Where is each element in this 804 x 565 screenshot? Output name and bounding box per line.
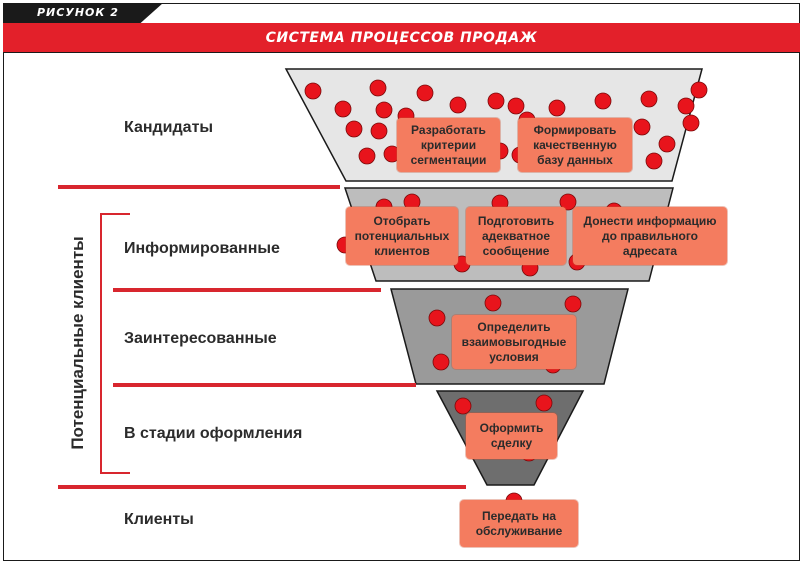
prospect-ball bbox=[658, 135, 676, 153]
prospect-ball bbox=[358, 147, 376, 165]
prospect-ball bbox=[345, 120, 363, 138]
prospect-ball bbox=[428, 309, 446, 327]
action-box: Разработать критерии сегментации bbox=[397, 118, 500, 172]
diagram-title: СИСТЕМА ПРОЦЕССОВ ПРОДАЖ bbox=[3, 23, 800, 53]
prospect-ball bbox=[304, 82, 322, 100]
prospect-ball bbox=[449, 96, 467, 114]
stage-label-interested: Заинтересованные bbox=[124, 330, 277, 347]
stage-label-clients: Клиенты bbox=[124, 511, 194, 528]
stage-divider bbox=[58, 185, 340, 189]
action-box: Определить взаимовыгодные условия bbox=[452, 315, 576, 369]
stage-label-informed: Информированные bbox=[124, 240, 280, 257]
prospect-ball bbox=[682, 114, 700, 132]
prospect-ball bbox=[334, 100, 352, 118]
prospect-ball bbox=[507, 97, 525, 115]
prospect-ball bbox=[375, 101, 393, 119]
prospect-ball bbox=[416, 84, 434, 102]
stage-divider bbox=[58, 485, 466, 489]
prospect-ball bbox=[548, 99, 566, 117]
figure-frame bbox=[3, 3, 800, 561]
prospect-ball bbox=[559, 193, 577, 211]
stage-label-closing: В стадии оформления bbox=[124, 425, 303, 442]
prospect-ball bbox=[535, 394, 553, 412]
prospect-ball bbox=[432, 353, 450, 371]
action-box: Отобрать потенциальных клиентов bbox=[346, 207, 458, 265]
prospect-ball bbox=[370, 122, 388, 140]
stage-label-candidates: Кандидаты bbox=[124, 119, 214, 136]
prospect-ball bbox=[487, 92, 505, 110]
prospect-ball bbox=[594, 92, 612, 110]
prospect-ball bbox=[369, 79, 387, 97]
stage-divider bbox=[113, 383, 416, 387]
prospect-ball bbox=[677, 97, 695, 115]
action-box: Формировать качественную базу данных bbox=[518, 118, 632, 172]
prospect-ball bbox=[645, 152, 663, 170]
prospect-ball bbox=[633, 118, 651, 136]
action-box: Передать на обслуживание bbox=[460, 500, 578, 547]
stage-divider bbox=[113, 288, 381, 292]
prospect-ball bbox=[564, 295, 582, 313]
figure-label: РИСУНОК 2 bbox=[3, 3, 163, 23]
potential-clients-bracket bbox=[100, 213, 130, 474]
prospect-ball bbox=[454, 397, 472, 415]
action-box: Подготовить адекватное сообщение bbox=[466, 207, 566, 265]
prospect-ball bbox=[690, 81, 708, 99]
action-box: Оформить сделку bbox=[466, 413, 557, 459]
prospect-ball bbox=[484, 294, 502, 312]
prospect-ball bbox=[640, 90, 658, 108]
action-box: Донести информацию до правильного адреса… bbox=[573, 207, 727, 265]
